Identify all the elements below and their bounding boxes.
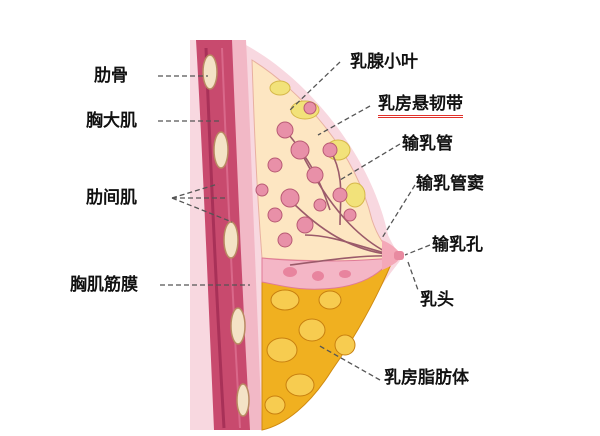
label-lobule: 乳腺小叶: [350, 52, 418, 72]
label-duct: 输乳管: [402, 134, 453, 154]
label-suspensory-ligament: 乳房悬韧带: [378, 94, 463, 118]
label-intercostal: 肋间肌: [86, 188, 137, 208]
leader-lines: [158, 61, 431, 381]
muscle-stripe: [204, 47, 226, 429]
label-pectoralis-major: 胸大肌: [86, 111, 137, 131]
label-nipple: 乳头: [420, 290, 454, 310]
label-sinus: 输乳管窦: [416, 174, 484, 194]
lower-lobules: [283, 267, 351, 281]
label-fat-body: 乳房脂肪体: [384, 368, 469, 388]
gland-lobules: [255, 101, 357, 248]
areola: [382, 240, 402, 270]
label-pectoral-fascia: 胸肌筋膜: [70, 275, 138, 295]
ribs: [202, 54, 250, 417]
nipple-shape: [394, 251, 404, 260]
label-rib: 肋骨: [94, 66, 128, 86]
label-pore: 输乳孔: [432, 235, 483, 255]
fat-lobes: [264, 289, 356, 415]
